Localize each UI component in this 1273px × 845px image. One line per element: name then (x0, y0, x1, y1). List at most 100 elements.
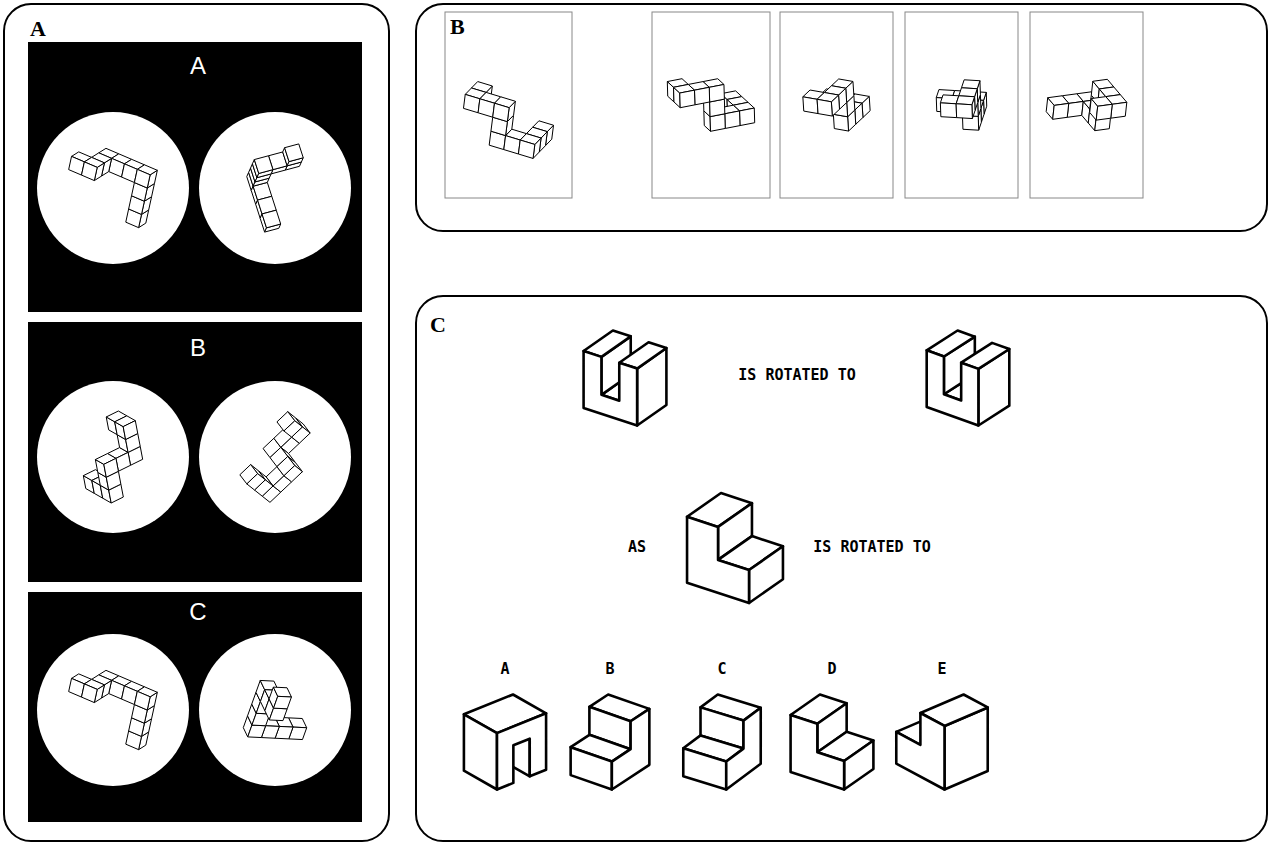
block-figure (927, 331, 1010, 426)
stimulus-pair: A (28, 42, 362, 312)
cube-face (277, 456, 295, 475)
cube-face (285, 144, 304, 162)
block-figure (69, 670, 158, 749)
block-figure (1046, 79, 1127, 130)
display-circle (199, 381, 351, 533)
block-figure (83, 411, 142, 503)
test-text: IS ROTATED TO (813, 539, 930, 556)
cube-face (463, 94, 479, 112)
cube-face (1111, 102, 1127, 118)
cube-face (1096, 104, 1112, 120)
cube-face (134, 169, 150, 188)
cube-face (584, 351, 638, 425)
block-figure (687, 493, 783, 603)
black-panel (28, 592, 362, 822)
cube-face (725, 111, 740, 129)
display-circle (199, 634, 351, 786)
cube-face (956, 104, 972, 119)
cube-face (571, 747, 612, 789)
cube-face (803, 97, 818, 114)
panel-letter: B (450, 14, 465, 39)
test-text: B (606, 661, 615, 678)
block-figure (463, 82, 553, 159)
block-figure (243, 680, 306, 739)
cube-face (956, 96, 974, 105)
cube-face (497, 713, 546, 789)
test-text: D (828, 661, 837, 678)
cube-face (1053, 103, 1069, 119)
test-text: C (718, 661, 727, 678)
block-figure (936, 80, 986, 130)
block-figure (896, 695, 987, 790)
cube-face (518, 140, 534, 158)
cube-face (478, 99, 494, 117)
cube-face (262, 210, 281, 228)
black-panel (28, 322, 362, 582)
test-text: A (501, 661, 510, 678)
sub-letter: A (190, 52, 206, 80)
display-circle (37, 634, 189, 786)
cube-face (123, 421, 138, 440)
figure-frame (652, 12, 770, 198)
cube-face (248, 725, 266, 737)
test-text: E (938, 661, 947, 678)
cube-face (493, 103, 509, 121)
figure-frame (445, 12, 572, 198)
cube-face (927, 350, 979, 425)
cube-face (680, 90, 695, 108)
stimulus-pair: C (28, 592, 362, 822)
sub-letter: C (189, 598, 206, 626)
display-circle (199, 112, 351, 264)
cube-face (709, 84, 724, 102)
cube-face (749, 546, 783, 603)
block-figure (464, 695, 546, 790)
cube-face (134, 691, 150, 710)
test-text: IS ROTATED TO (738, 367, 855, 384)
display-circle (37, 112, 189, 264)
cube-face (254, 156, 273, 174)
figure-frame (905, 12, 1018, 198)
block-figure (247, 144, 304, 232)
block-figure (803, 79, 870, 131)
cube-face (817, 99, 832, 116)
cube-face (104, 458, 119, 477)
figure-frame (1030, 12, 1143, 198)
panel-letter: C (430, 312, 446, 337)
stimulus-pair: B (28, 322, 362, 582)
cube-face (464, 714, 497, 789)
cube-face (504, 136, 520, 154)
cube-face (726, 708, 760, 790)
panel: C IS ROTATED TO AS IS ROTATED TO A B C D E (415, 295, 1268, 842)
cube-face (240, 465, 258, 484)
block-figure (791, 695, 874, 790)
cube-face (896, 713, 944, 789)
cube-face (273, 687, 291, 697)
figure-frame (780, 12, 893, 198)
test-text: AS (628, 539, 646, 556)
panel: ABCA (3, 3, 390, 842)
cube-face (844, 741, 873, 790)
cube-face (82, 684, 98, 703)
cube-face (740, 108, 755, 126)
sub-letter: B (190, 334, 206, 362)
block-figure (240, 412, 310, 503)
cube-face (940, 103, 956, 118)
cube-face (694, 87, 709, 105)
cube-face (961, 80, 979, 89)
cube-face (959, 88, 977, 97)
cube-face (791, 715, 845, 789)
cube-face (269, 708, 287, 720)
cube-face (612, 709, 650, 790)
panel: B (415, 3, 1268, 232)
block-figure (667, 79, 754, 132)
cube-face (82, 162, 98, 181)
display-circle (37, 381, 189, 533)
cube-face (1067, 101, 1083, 117)
black-panel (28, 42, 362, 312)
cube-face (687, 517, 749, 603)
block-figure (584, 331, 667, 426)
cube-face (683, 748, 726, 789)
cube-face (940, 95, 958, 104)
block-figure (571, 695, 650, 790)
